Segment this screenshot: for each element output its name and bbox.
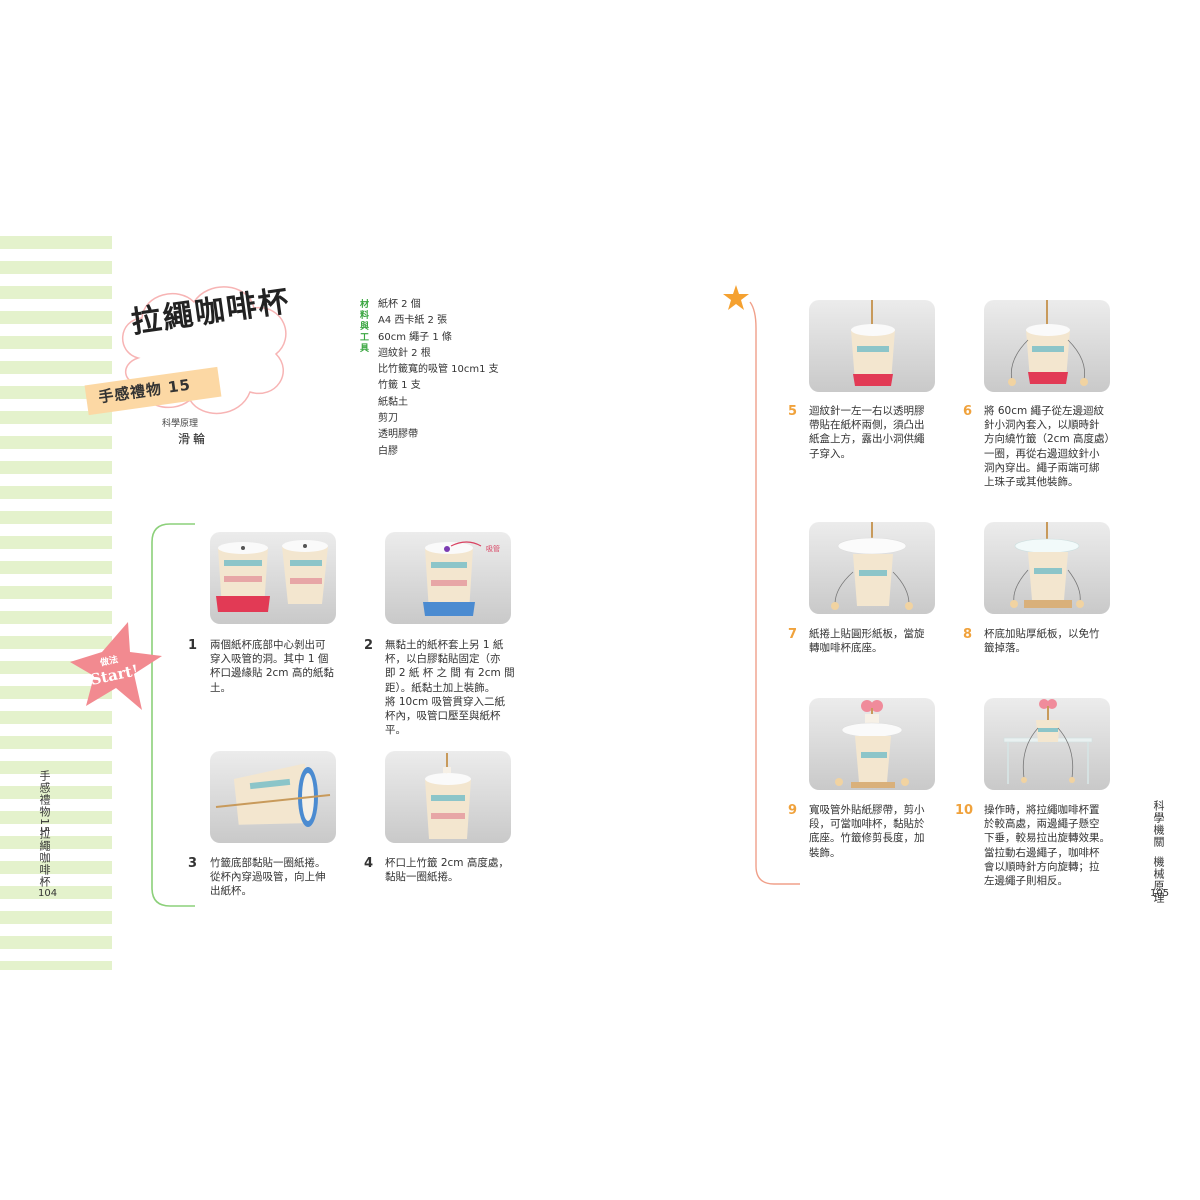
material-item: A4 西卡紙 2 張: [378, 315, 448, 327]
step-4-photo: [385, 751, 511, 843]
step-2-photo: [385, 532, 511, 624]
step-line: 杯口上竹籤 2cm 高度處，: [385, 857, 509, 869]
right-side-text-b: 機械原理: [1152, 856, 1165, 904]
science-value: 滑輪: [178, 432, 209, 446]
step-line: 針小洞內套入，以順時針: [984, 419, 1100, 432]
step-8-text: 杯底加貼厚紙板，以免竹 籤掉落。: [984, 627, 1100, 655]
material-item: 透明膠帶: [378, 429, 418, 441]
step-8-photo: [984, 522, 1110, 614]
step-line: 無黏土的紙杯套上另 1 紙: [385, 639, 504, 651]
start-star-badge: [70, 622, 162, 710]
material-item: 竹籤 1 支: [378, 380, 421, 392]
step-6-photo: [984, 300, 1110, 392]
step-line: 穿入吸管的洞。其中 1 個: [210, 653, 329, 666]
step-line: 紙捲上貼圓形紙板，當旋: [809, 628, 925, 640]
step-6-text: 將 60cm 繩子從左邊迴紋 針小洞內套入，以順時針 方向繞竹籤（2cm 高度處…: [984, 404, 1115, 489]
left-side-text-b: 拉繩咖啡杯: [38, 828, 51, 888]
right-steps-bracket: [749, 301, 800, 885]
step-5-number: 5: [788, 404, 798, 419]
step-line: 上珠子或其他裝飾。: [984, 476, 1079, 489]
step-line: 裝飾。: [809, 846, 841, 859]
step-line: 迴紋針一左一右以透明膠: [809, 405, 925, 417]
left-page-number: 104: [38, 888, 58, 899]
step-10-photo: [984, 698, 1110, 790]
step-line: 兩個紙杯底部中心剝出可: [210, 639, 326, 651]
step-5-photo: [809, 300, 935, 392]
science-label: 科學原理: [162, 419, 199, 429]
step-line: 段，可當咖啡杯，黏貼於: [809, 818, 925, 831]
step-line: 下垂，較易拉出旋轉效果。: [984, 832, 1110, 845]
step-4-number: 4: [364, 856, 374, 871]
step-line: 杯底加貼厚紙板，以免竹: [984, 628, 1100, 640]
step-2-number: 2: [364, 638, 374, 653]
left-steps-bracket: [151, 523, 195, 907]
step-5-text: 迴紋針一左一右以透明膠 帶貼在紙杯兩側，須凸出 紙盒上方，露出小洞供繩 子穿入。: [809, 404, 925, 461]
step-line: 將 10cm 吸管貫穿入二紙: [385, 695, 506, 708]
material-item: 紙黏土: [378, 396, 408, 408]
step-line: 左邊繩子則相反。: [984, 875, 1068, 888]
material-item: 剪刀: [378, 413, 398, 425]
step-line: 平。: [385, 724, 406, 737]
material-item: 60cm 繩子 1 條: [378, 331, 452, 343]
step-line: 操作時，將拉繩咖啡杯置: [984, 804, 1100, 816]
step-line: 杯口邊緣貼 2cm 高的紙黏: [210, 667, 334, 680]
materials-list: 紙杯 2 個 A4 西卡紙 2 張 60cm 繩子 1 條 迴紋針 2 根 比竹…: [378, 297, 499, 460]
step-3-photo: [210, 751, 336, 843]
step-line: 籤掉落。: [984, 642, 1026, 655]
material-item: 紙杯 2 個: [378, 299, 421, 310]
straw-label: 吸管: [486, 545, 500, 553]
step-line: 將 60cm 繩子從左邊迴紋: [984, 405, 1105, 417]
step-line: 紙盒上方，露出小洞供繩: [809, 433, 925, 446]
materials-label: 材料與工具: [360, 300, 370, 354]
step-6-number: 6: [963, 404, 973, 419]
material-item: 比竹籤寬的吸管 10cm1 支: [378, 364, 499, 376]
step-10-text: 操作時，將拉繩咖啡杯置 於較高處，兩邊繩子懸空 下垂，較易拉出旋轉效果。 當拉動…: [984, 803, 1110, 888]
step-7-photo: [809, 522, 935, 614]
step-line: 方向繞竹籤（2cm 高度處）: [984, 433, 1116, 446]
step-line: 會以順時針方向旋轉；拉: [984, 860, 1100, 873]
step-line: 杯，以白膠黏貼固定（亦: [385, 653, 501, 666]
step-line: 洞內穿出。繩子兩端可綁: [984, 461, 1100, 474]
step-line: 一圈，再從右邊迴紋針小: [984, 447, 1100, 460]
step-line: 距）。紙黏土加上裝飾。: [385, 681, 496, 694]
step-4-text: 杯口上竹籤 2cm 高度處， 黏貼一圈紙捲。: [385, 856, 509, 884]
material-item: 白膠: [378, 445, 398, 457]
step-1-photo: [210, 532, 336, 624]
step-line: 帶貼在紙杯兩側，須凸出: [809, 419, 925, 432]
step-line: 竹籤底部黏貼一圈紙捲。: [210, 857, 326, 869]
step-line: 寬吸管外貼紙膠帶，剪小: [809, 804, 925, 816]
step-3-text: 竹籤底部黏貼一圈紙捲。 從杯內穿過吸管，向上伸 出紙杯。: [210, 856, 326, 899]
step-1-text: 兩個紙杯底部中心剝出可 穿入吸管的洞。其中 1 個 杯口邊緣貼 2cm 高的紙黏…: [210, 638, 334, 695]
step-line: 杯內，吸管口壓至與紙杯: [385, 710, 501, 723]
step-line: 黏貼一圈紙捲。: [385, 871, 459, 884]
step-line: 底座。竹籤修剪長度，加: [809, 832, 925, 845]
orange-star-icon: [723, 285, 749, 310]
step-3-number: 3: [188, 856, 198, 871]
step-9-text: 寬吸管外貼紙膠帶，剪小 段，可當咖啡杯，黏貼於 底座。竹籤修剪長度，加 裝飾。: [809, 803, 925, 860]
step-line: 從杯內穿過吸管，向上伸: [210, 871, 326, 884]
left-stripe-margin: [0, 236, 112, 970]
step-10-number: 10: [955, 803, 974, 818]
step-line: 即 2 紙 杯 之 間 有 2cm 間: [385, 667, 515, 680]
step-9-photo: [809, 698, 935, 790]
step-line: 出紙杯。: [210, 885, 252, 898]
step-1-number: 1: [188, 638, 198, 653]
step-7-number: 7: [788, 627, 798, 642]
right-side-text-a: 科學機關: [1152, 800, 1165, 848]
step-line: 於較高處，兩邊繩子懸空: [984, 818, 1100, 831]
step-7-text: 紙捲上貼圓形紙板，當旋 轉咖啡杯底座。: [809, 627, 925, 655]
step-line: 子穿入。: [809, 447, 851, 460]
step-8-number: 8: [963, 627, 973, 642]
right-page-number: 105: [1150, 888, 1170, 899]
left-side-text-a: 手感禮物15: [38, 770, 51, 834]
material-item: 迴紋針 2 根: [378, 347, 431, 359]
step-line: 土。: [210, 681, 231, 694]
step-2-text: 無黏土的紙杯套上另 1 紙 杯，以白膠黏貼固定（亦 即 2 紙 杯 之 間 有 …: [385, 638, 515, 737]
step-9-number: 9: [788, 803, 798, 818]
step-line: 轉咖啡杯底座。: [809, 642, 883, 655]
step-line: 當拉動右邊繩子，咖啡杯: [984, 846, 1100, 859]
